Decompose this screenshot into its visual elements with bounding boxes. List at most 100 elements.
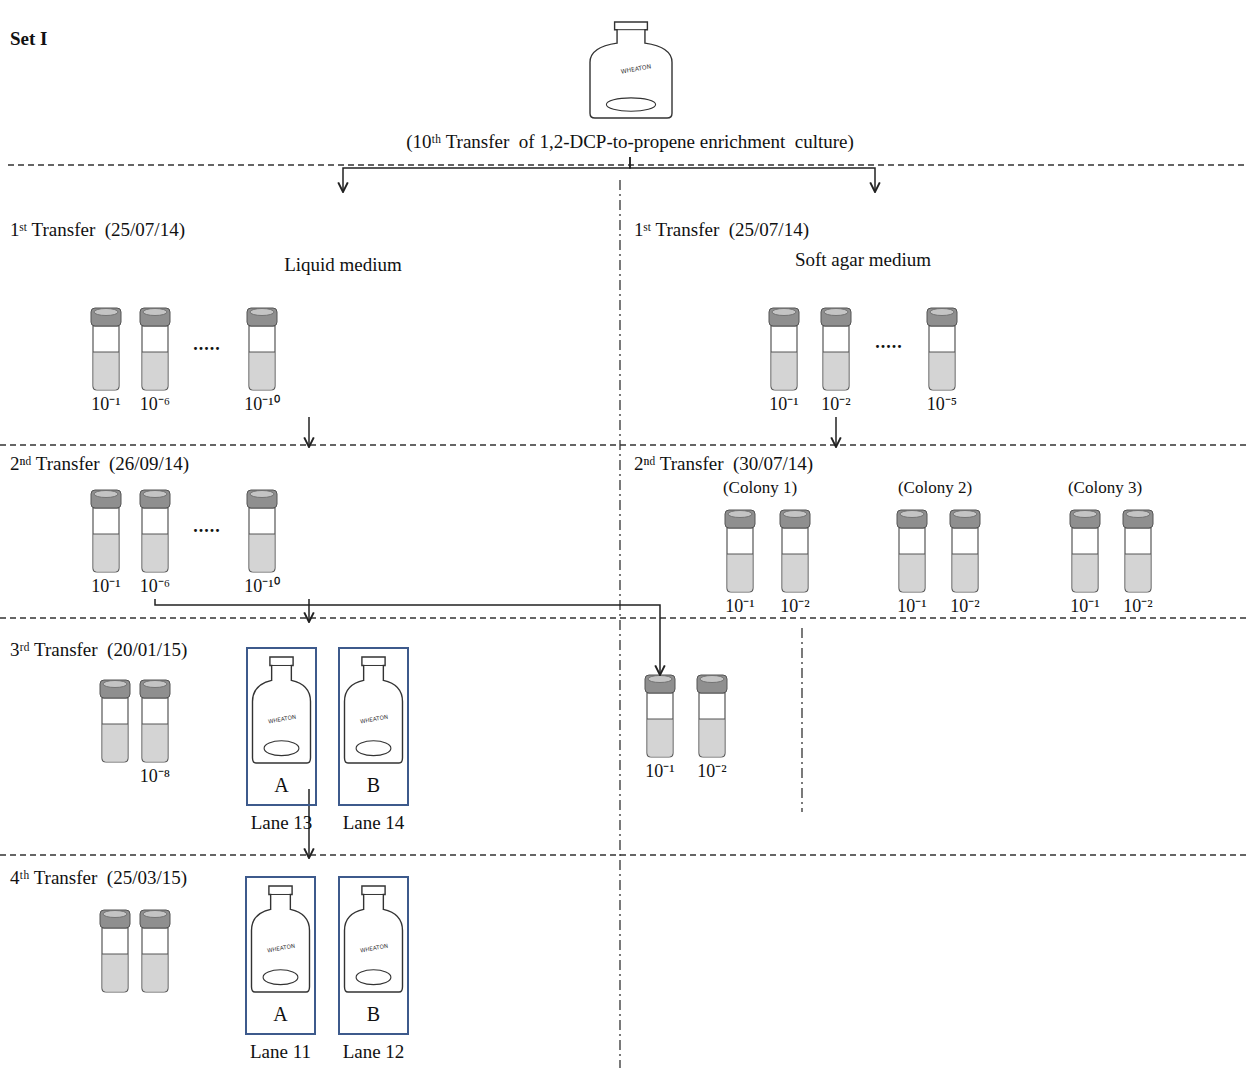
liquid-level [952, 554, 978, 555]
dilution-label: 10⁻¹ [897, 596, 926, 617]
culture-vial [247, 308, 277, 390]
bottle-base [606, 98, 655, 111]
lane-label: Lane 13 [251, 812, 313, 834]
vial-body [93, 508, 119, 572]
colony-label: (Colony 3) [1068, 478, 1142, 498]
vial-liquid [900, 554, 925, 591]
vial-cap [140, 680, 170, 698]
vial-body [771, 326, 797, 390]
dashed-divider [0, 617, 1247, 618]
culture-caption: (10ᵗʰ Transfer of 1,2-DCP-to-propene enr… [406, 131, 854, 153]
vial-cap [897, 510, 927, 528]
transfer-arrow [343, 157, 630, 192]
dilution-label: 10⁻² [950, 596, 979, 617]
culture-vial [697, 675, 727, 757]
transfer-band: 10⁻¹10⁻²10⁻⁵1ˢᵗ Transfer (25/07/14)Soft … [622, 192, 1247, 440]
vial-cap-top [103, 911, 127, 918]
dilution-label: 10⁻¹ [1070, 596, 1099, 617]
bottle-lip [272, 665, 292, 666]
vial-body [249, 326, 275, 390]
vial-cap-top [143, 309, 167, 316]
liquid-level [249, 534, 275, 535]
vial-cap [950, 510, 980, 528]
vial-cap-top [250, 491, 274, 498]
serum-bottle [252, 886, 310, 992]
transfer-heading: 1ˢᵗ Transfer (25/07/14) [634, 219, 809, 241]
lane-label: Lane 14 [343, 812, 405, 834]
vial-body [699, 693, 725, 757]
dilution-label: 10⁻² [780, 596, 809, 617]
vial-body [93, 326, 119, 390]
dash-dot-divider [801, 628, 802, 812]
vial-cap [645, 675, 675, 693]
liquid-level [782, 554, 808, 555]
serum-bottle [253, 657, 311, 763]
liquid-level [823, 352, 849, 353]
vial-body [727, 528, 753, 592]
vial-cap [140, 490, 170, 508]
bottle-base [263, 970, 298, 985]
vial-node: 10⁻¹ [83, 308, 129, 417]
vial-liquid [648, 719, 673, 756]
vial-cap-top [953, 511, 977, 518]
culture-vial [140, 680, 170, 762]
transfer-arrow [835, 417, 837, 447]
vial-liquid [103, 954, 128, 991]
vial-cap-top [930, 309, 954, 316]
dilution-label: 10⁻⁶ [140, 576, 170, 597]
colony-label: (Colony 1) [723, 478, 797, 498]
vial-node: 10⁻² [772, 510, 818, 619]
vial-liquid [143, 534, 168, 571]
vial-cap [247, 490, 277, 508]
transfer-arrow [630, 157, 875, 192]
transfer-arrow [308, 599, 310, 622]
vial-cap [697, 675, 727, 693]
vial-node: 10⁻¹⁰ [239, 308, 285, 417]
liquid-level [727, 554, 753, 555]
transfer-band: 10⁻¹10⁻⁶10⁻¹⁰2ⁿᵈ Transfer (26/09/14) [0, 447, 618, 615]
dashed-divider [0, 444, 1247, 445]
vial-node: 10⁻² [813, 308, 859, 417]
vial-cap [140, 308, 170, 326]
dilution-label: 10⁻⁶ [140, 394, 170, 415]
dilution-label: 10⁻⁸ [140, 766, 170, 787]
vial-liquid [930, 352, 955, 389]
vial-liquid [700, 719, 725, 756]
vial-liquid [728, 554, 753, 591]
dilution-label: 10⁻¹ [645, 761, 674, 782]
vial-node: 10⁻² [689, 675, 735, 784]
vial-liquid [250, 352, 275, 389]
vial-node: 10⁻¹⁰ [239, 490, 285, 599]
vial-body [929, 326, 955, 390]
transfer-band: 10⁻⁸ALane 13BLane 143ʳᵈ Transfer (20/01/… [0, 622, 618, 852]
vial-body [102, 928, 128, 992]
vial-cap-top [824, 309, 848, 316]
culture-vial [100, 910, 130, 992]
vial-cap-top [94, 309, 118, 316]
dilution-label: 10⁻¹ [725, 596, 754, 617]
lane-box: ALane 13 [246, 647, 317, 806]
serum-bottle [345, 886, 403, 992]
dilution-label: 10⁻⁵ [927, 394, 957, 415]
dilution-label: 10⁻² [1123, 596, 1152, 617]
culture-vial [247, 490, 277, 572]
vial-cap-top [728, 511, 752, 518]
liquid-level [93, 352, 119, 353]
liquid-level [249, 352, 275, 353]
liquid-level [93, 534, 119, 535]
culture-vial [725, 510, 755, 592]
vial-body [102, 698, 128, 762]
lane-box: ALane 11 [245, 876, 316, 1035]
bottle-outline [253, 657, 311, 763]
medium-label: Liquid medium [284, 254, 402, 276]
ellipsis-mark: ..... [193, 516, 221, 537]
vial-body [142, 698, 168, 762]
vial-liquid [143, 352, 168, 389]
replicate-letter: B [367, 1003, 380, 1026]
vial-body [952, 528, 978, 592]
vial-cap [927, 308, 957, 326]
replicate-letter: A [273, 1003, 287, 1026]
set-title: Set I [10, 28, 47, 50]
bottle-lip [364, 894, 384, 895]
